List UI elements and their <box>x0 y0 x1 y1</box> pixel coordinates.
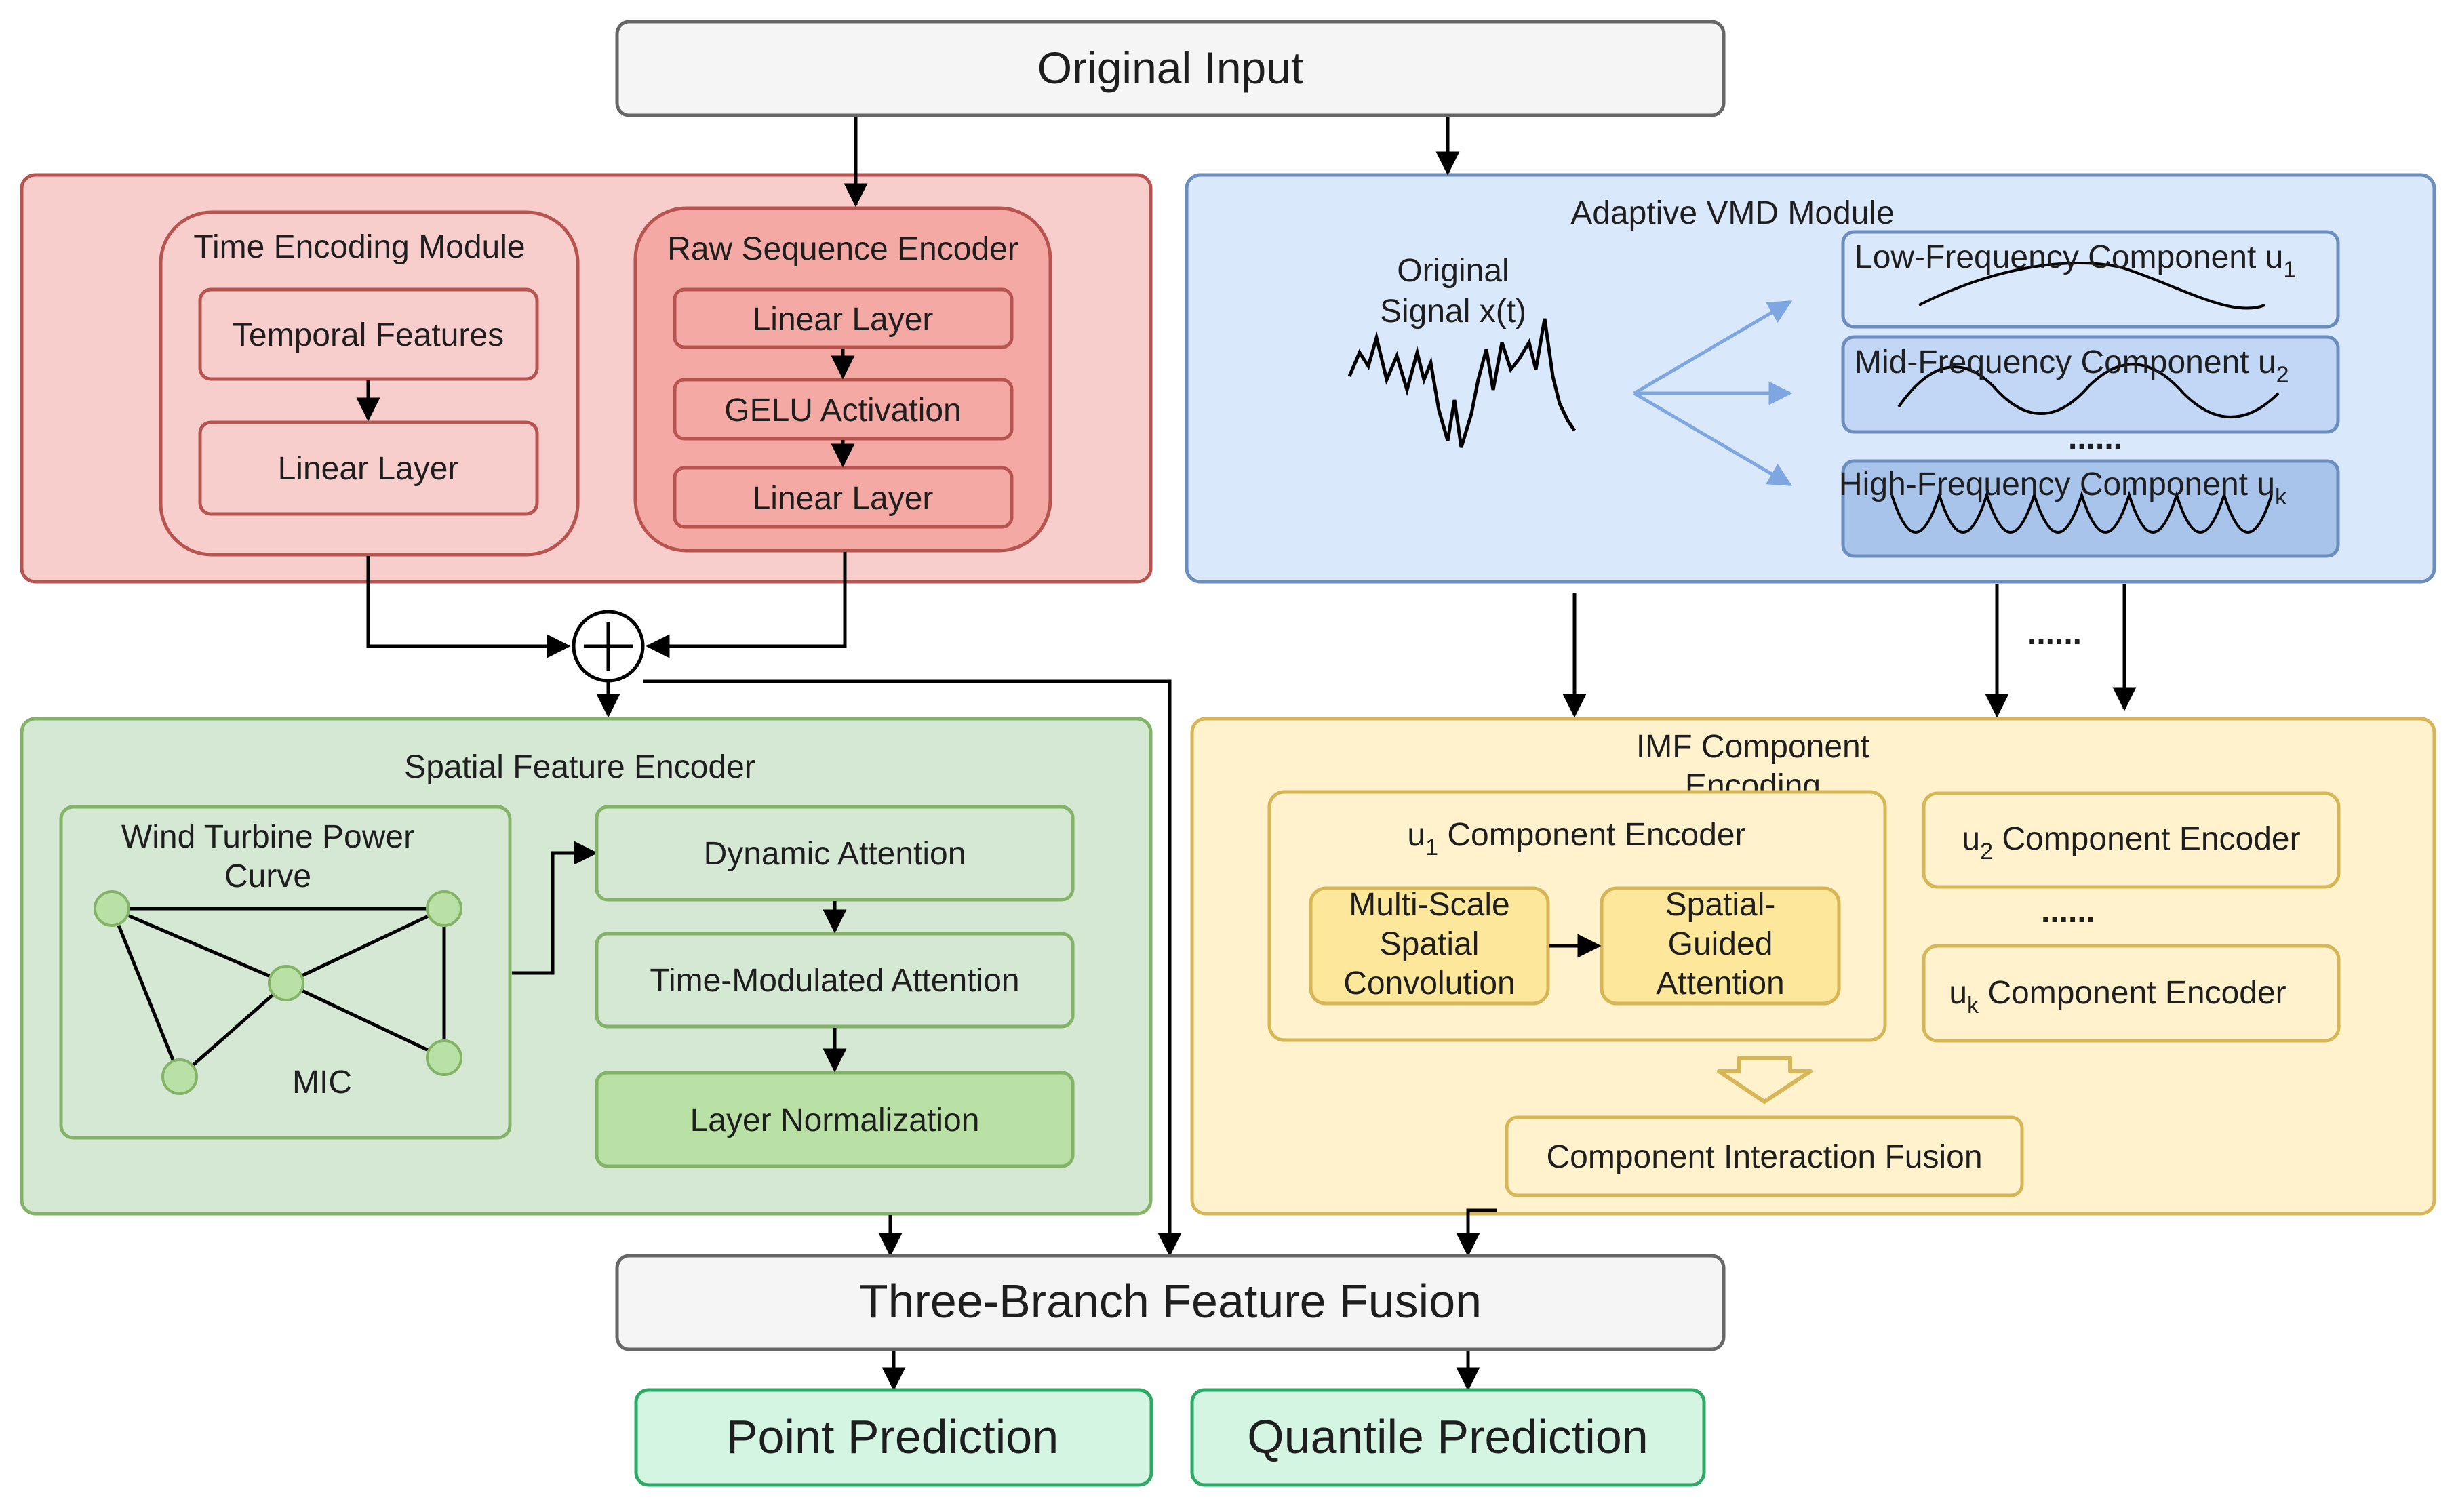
time-linear-layer-label: Linear Layer <box>278 451 459 487</box>
temporal-branch-panel: Time Encoding Module Temporal Features L… <box>20 173 1153 584</box>
spatial-title: Spatial Feature Encoder <box>404 749 755 785</box>
component-fusion-label: Component Interaction Fusion <box>1546 1139 1982 1175</box>
imf-component-encoding: IMF Component Encoding u1 Component Enco… <box>1190 717 2436 1216</box>
gelu-label: GELU Activation <box>724 393 962 429</box>
hollow-down-arrow <box>1717 1056 1813 1104</box>
power-curve-graph: Wind Turbine Power Curve MIC <box>59 805 512 1140</box>
raw-sequence-title: Raw Sequence Encoder <box>667 231 1018 267</box>
mic-label: MIC <box>292 1065 352 1100</box>
raw-sequence-encoder: Raw Sequence Encoder Linear Layer GELU A… <box>633 206 1052 553</box>
time-modulated-label: Time-Modulated Attention <box>650 963 1019 999</box>
power-curve-line2: Curve <box>224 858 311 894</box>
time-encoding-module: Time Encoding Module Temporal Features L… <box>159 210 580 557</box>
imf-title-line1: IMF Component <box>1636 729 1869 765</box>
sga-line3: Attention <box>1656 966 1784 1001</box>
original-input-box: Original Input <box>615 20 1726 117</box>
graph-node <box>426 890 462 927</box>
imf-ellipsis: ...... <box>2041 894 2095 930</box>
layer-norm-label: Layer Normalization <box>690 1102 980 1138</box>
power-curve-line1: Wind Turbine Power <box>121 819 414 855</box>
signal-label-line2: Signal x(t) <box>1380 294 1526 330</box>
original-input-label: Original Input <box>1037 43 1304 93</box>
raw-linear-layer-2-box <box>673 466 1014 529</box>
sum-operator <box>572 610 645 683</box>
spatial-feature-encoder: Spatial Feature Encoder Wind Turbine Pow… <box>20 717 1153 1216</box>
low-frequency-component: Low-Frequency Component u1 <box>1841 230 2340 329</box>
time-encoding-title: Time Encoding Module <box>193 229 525 265</box>
uk-encoder-label: uk Component Encoder <box>1949 975 2286 1018</box>
u1-component-encoder: u1 Component Encoder Multi-Scale Spatial… <box>1267 790 1887 1042</box>
graph-node <box>268 965 304 1001</box>
raw-linear-layer-1-label: Linear Layer <box>753 302 934 338</box>
dynamic-attention-box <box>595 805 1075 902</box>
sga-line1: Spatial- <box>1665 887 1776 923</box>
gelu-box <box>673 378 1014 441</box>
uk-component-encoder <box>1922 944 2341 1043</box>
vmd-ellipsis: ...... <box>2068 420 2122 456</box>
graph-node <box>161 1058 198 1095</box>
mid-frequency-component: Mid-Frequency Component u2 <box>1841 335 2340 434</box>
temporal-features-label: Temporal Features <box>233 317 504 353</box>
between-ellipsis: ...... <box>2027 616 2082 652</box>
signal-label-line1: Original <box>1397 253 1509 289</box>
quantile-prediction-label: Quantile Prediction <box>1247 1410 1648 1463</box>
vmd-title: Adaptive VMD Module <box>1570 195 1895 231</box>
time-linear-layer-box <box>198 420 539 516</box>
vmd-panel: Adaptive VMD Module Original Signal x(t)… <box>1185 173 2436 584</box>
three-branch-fusion-box: Three-Branch Feature Fusion <box>615 1254 1726 1351</box>
skip-connection-arrow <box>643 679 1182 1257</box>
point-prediction-label: Point Prediction <box>726 1410 1058 1463</box>
spatial-guided-attention-box <box>1600 886 1841 1006</box>
multi-scale-conv-box <box>1309 886 1550 1006</box>
layer-norm-box <box>595 1071 1075 1168</box>
high-frequency-component: High-Frequency Component uk <box>1839 459 2340 558</box>
u2-encoder-label: u2 Component Encoder <box>1962 821 2300 864</box>
msc-line1: Multi-Scale <box>1349 887 1509 923</box>
component-fusion-box <box>1505 1115 2024 1197</box>
three-branch-label: Three-Branch Feature Fusion <box>859 1275 1482 1328</box>
sga-line2: Guided <box>1668 926 1773 962</box>
u1-encoder-label: u1 Component Encoder <box>1407 817 1745 860</box>
dynamic-attention-label: Dynamic Attention <box>704 836 966 872</box>
raw-linear-layer-1-box <box>673 287 1014 349</box>
graph-node <box>94 890 130 927</box>
msc-line2: Spatial <box>1380 926 1480 962</box>
low-frequency-label: Low-Frequency Component u1 <box>1855 239 2296 283</box>
original-signal-waveform <box>1347 318 1577 448</box>
quantile-prediction-box: Quantile Prediction <box>1190 1388 1706 1487</box>
point-prediction-box: Point Prediction <box>634 1388 1153 1487</box>
temporal-features-box <box>198 287 539 381</box>
mid-frequency-label: Mid-Frequency Component u2 <box>1855 344 2289 388</box>
time-modulated-box <box>595 932 1075 1029</box>
high-frequency-label: High-Frequency Component uk <box>1839 466 2287 510</box>
raw-linear-layer-2-label: Linear Layer <box>753 481 934 517</box>
msc-line3: Convolution <box>1343 966 1516 1001</box>
graph-node <box>426 1039 462 1076</box>
u2-component-encoder <box>1922 791 2341 889</box>
